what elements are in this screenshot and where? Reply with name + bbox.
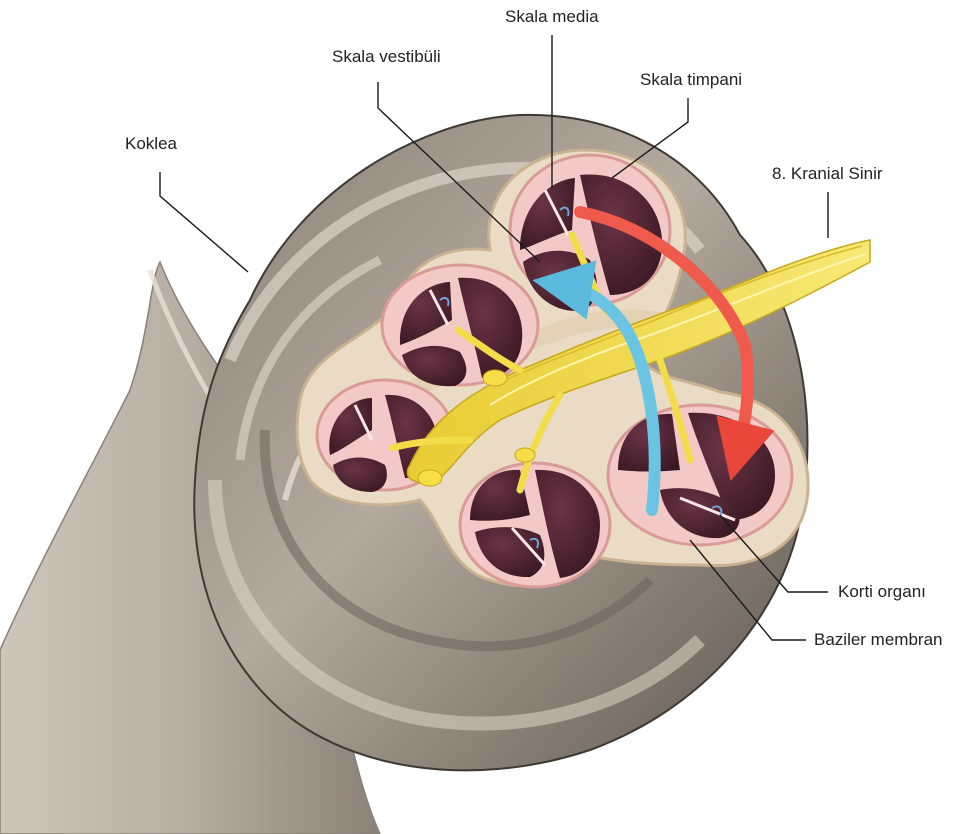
- label-skala-vestibuli: Skala vestibüli: [332, 47, 441, 67]
- leader-koklea: [160, 172, 248, 272]
- label-baziler-membran: Baziler membran: [814, 630, 943, 650]
- label-kranial-sinir: 8. Kranial Sinir: [772, 164, 883, 184]
- label-koklea: Koklea: [125, 134, 177, 154]
- label-skala-timpani: Skala timpani: [640, 70, 742, 90]
- label-skala-media: Skala media: [505, 7, 599, 27]
- cochlear-turn-bottom: [460, 463, 610, 587]
- cochlear-turn-right: [608, 405, 792, 545]
- label-korti-organi: Korti organı: [838, 582, 926, 602]
